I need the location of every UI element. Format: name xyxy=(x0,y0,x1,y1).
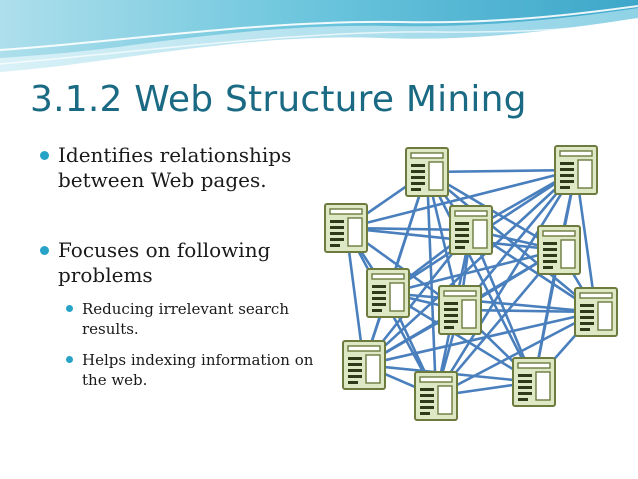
hyperlink-edge xyxy=(425,170,536,384)
web-page-icon xyxy=(324,203,368,253)
sub-bullet-dot xyxy=(66,305,73,312)
hyperlink-edge xyxy=(458,308,598,314)
sub-bullet-text: Reducing irrelevant search results. xyxy=(82,300,289,338)
bullet-focuses-on-problems: Focuses on following problems xyxy=(40,238,310,288)
hyperlink-edge xyxy=(434,310,598,398)
hyperlink-edge xyxy=(425,170,438,398)
web-page-icon xyxy=(512,357,556,407)
hyperlink-edge xyxy=(344,168,578,230)
bullet-text: Focuses on following problems xyxy=(58,238,271,287)
web-page-icon xyxy=(366,268,410,318)
hyperlink-edge xyxy=(386,291,536,384)
bullet-dot xyxy=(40,151,49,160)
hyperlink-edge xyxy=(362,168,578,367)
web-page-icon xyxy=(342,340,386,390)
bullet-text: Identifies relationships between Web pag… xyxy=(58,143,292,192)
web-page-icon xyxy=(554,145,598,195)
header-wave xyxy=(0,0,638,72)
sub-bullet-helps-indexing: Helps indexing information on the web. xyxy=(66,350,316,390)
web-page-icon xyxy=(449,205,493,255)
hyperlink-edge xyxy=(386,291,598,314)
web-page-icon xyxy=(414,371,458,421)
sub-bullet-text: Helps indexing information on the web. xyxy=(82,351,314,389)
web-page-icon xyxy=(574,287,618,337)
hyperlink-edge xyxy=(386,248,561,295)
web-page-network-diagram xyxy=(324,145,618,421)
hyperlink-edge xyxy=(362,310,598,367)
bullet-dot xyxy=(40,246,49,255)
hyperlink-edge xyxy=(425,170,598,314)
web-page-icon xyxy=(405,147,449,197)
hyperlink-edge xyxy=(469,228,536,384)
web-page-icon xyxy=(537,225,581,275)
sub-bullet-reducing-irrelevant: Reducing irrelevant search results. xyxy=(66,299,316,339)
sub-bullet-dot xyxy=(66,356,73,363)
hyperlink-edge xyxy=(425,168,578,174)
bullet-identifies-relationships: Identifies relationships between Web pag… xyxy=(40,143,310,193)
web-page-icon xyxy=(438,285,482,335)
slide-title: 3.1.2 Web Structure Mining xyxy=(30,79,527,120)
